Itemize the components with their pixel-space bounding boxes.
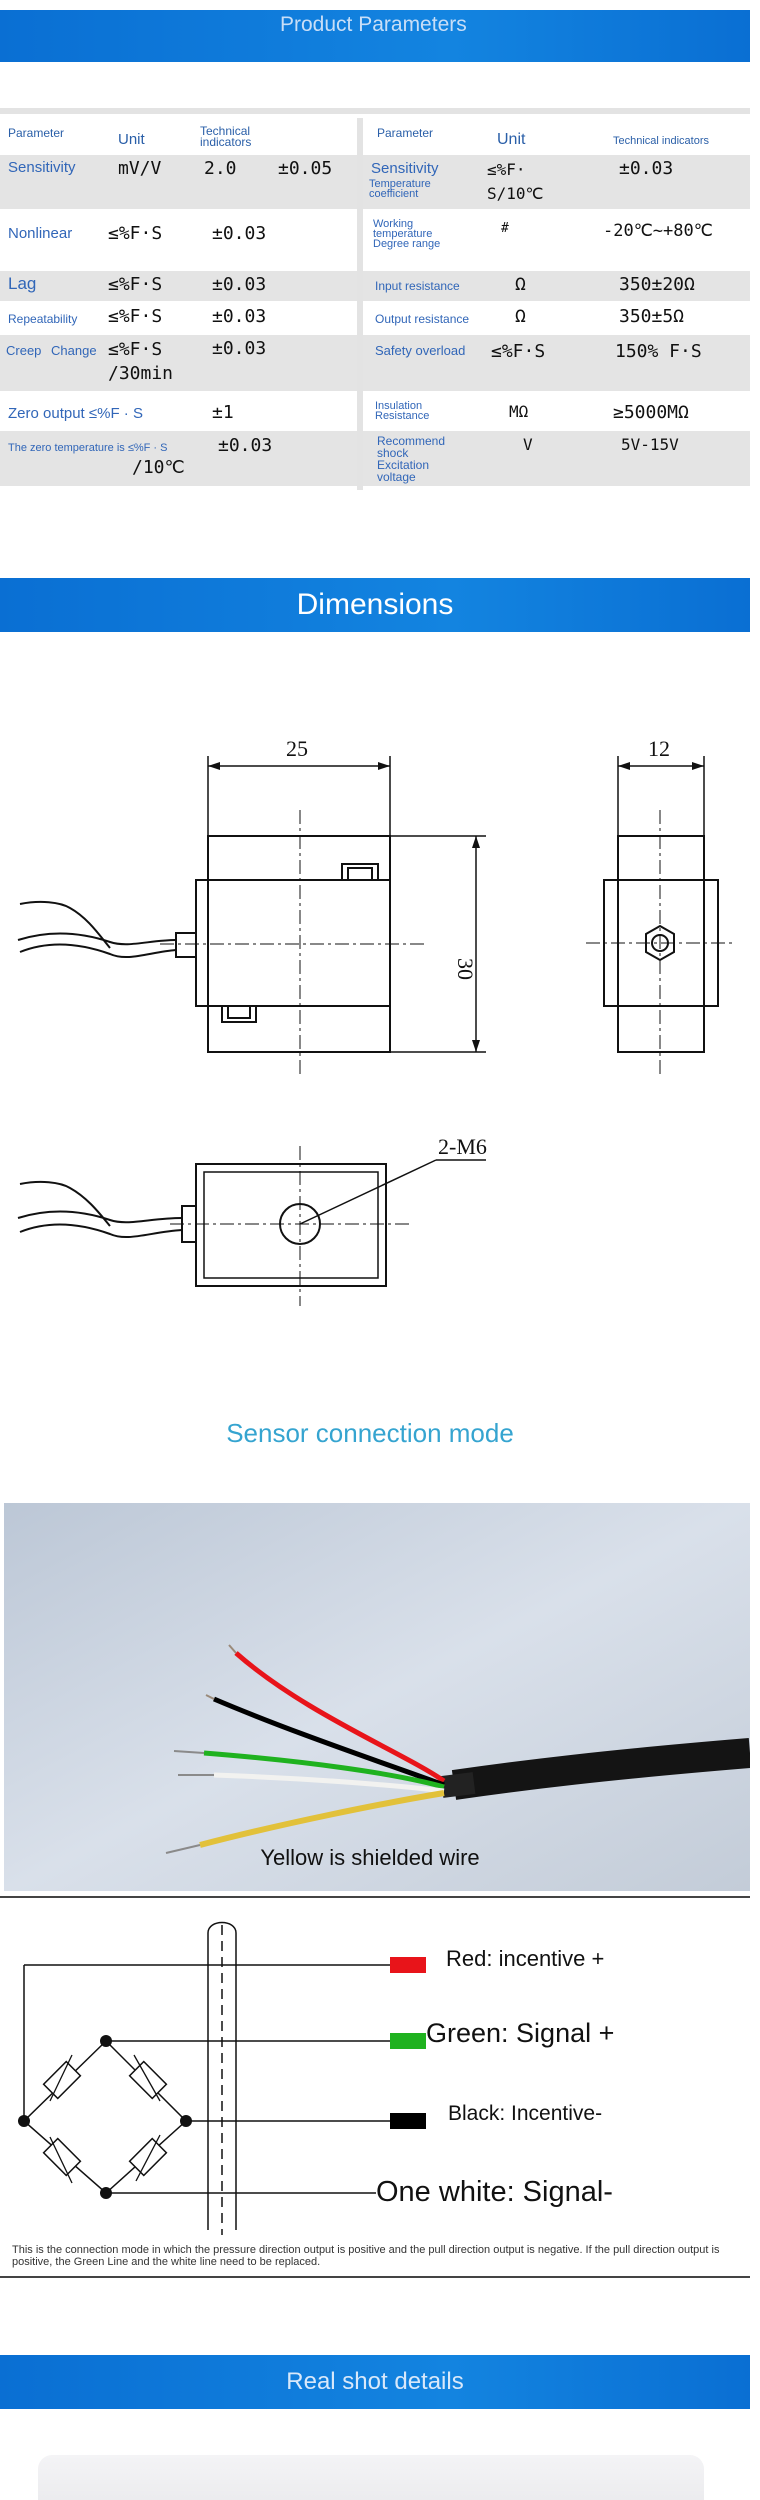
wiring-diagram <box>18 1921 426 2235</box>
table-row: Insulation Resistance MΩ ≥5000MΩ <box>375 400 689 424</box>
black-wire <box>213 1696 445 1788</box>
yellow-shield-wire <box>199 1790 445 1848</box>
front-view-notch-bottom-inner <box>227 1005 251 1019</box>
table-row: Nonlinear ≤%F·S ±0.03 <box>8 223 267 244</box>
header-parameter: Parameter <box>8 126 65 140</box>
wire-photo <box>4 1503 750 1891</box>
dimension-drawing: 25 12 30 2-M6 <box>17 736 736 1306</box>
header-technical-indicators: Technical indicators <box>200 124 252 149</box>
banner-title: Dimensions <box>296 588 454 621</box>
red-wire <box>234 1651 446 1784</box>
dimensions-banner: Dimensions <box>0 578 750 632</box>
header-technical-indicators: Technical indicators <box>613 135 709 147</box>
wire-label-green: Green: Signal + <box>426 2018 615 2048</box>
cable-gland <box>175 932 197 958</box>
table-row: Input resistance Ω 350±20Ω <box>363 271 750 301</box>
width-dimension-label: 25 <box>286 736 308 761</box>
cable-line <box>19 900 111 949</box>
table-row: Zero output ≤%F · S ±1 <box>8 402 234 423</box>
wire-label-white: One white: Signal- <box>376 2176 613 2208</box>
section-divider <box>0 2276 750 2278</box>
banner-title: Real shot details <box>286 2368 464 2395</box>
banner-title: Product Parameters <box>280 13 467 36</box>
header-unit: Unit <box>497 131 526 148</box>
top-view-body <box>195 1163 387 1287</box>
parameter-table-left: Parameter Unit Technical indicators Sens… <box>0 118 357 490</box>
table-row: Safety overload ≤%F·S 150% F·S <box>363 335 750 391</box>
table-row: Repeatability ≤%F·S ±0.03 <box>8 306 267 327</box>
section-divider <box>0 1896 750 1898</box>
green-swatch <box>390 2033 426 2049</box>
wheatstone-bridge <box>22 2039 188 2195</box>
green-wire <box>203 1750 445 1790</box>
parameter-table-right: Parameter Unit Technical indicators Sens… <box>363 118 750 490</box>
wire-label-black: Black: Incentive- <box>448 2102 603 2125</box>
cable-line <box>17 932 177 946</box>
white-wire <box>213 1772 445 1794</box>
depth-dimension-label: 12 <box>648 736 670 761</box>
connection-note: This is the connection mode in which the… <box>12 2244 720 2268</box>
section-divider <box>0 108 750 114</box>
wire-label-red: Red: incentive + <box>446 1946 605 1971</box>
black-swatch <box>390 2113 426 2129</box>
cable-line <box>19 943 177 958</box>
table-row: The zero temperature is ≤%F · S /10℃ ±0.… <box>0 431 357 486</box>
cable-line <box>17 1210 183 1224</box>
real-shot-banner: Real shot details <box>0 2355 750 2409</box>
table-row: Recommend shock Excitation voltage V 5V-… <box>363 431 750 486</box>
table-row: Creep Change ≤%F·S /30min ±0.03 <box>0 335 357 391</box>
header-unit: Unit <box>118 131 145 148</box>
side-view-body <box>617 835 705 1053</box>
table-row: Sensitivity Temperature coefficient ≤%F·… <box>363 155 750 209</box>
real-shot-image-frame <box>38 2455 704 2500</box>
height-dimension-label: 30 <box>453 958 478 980</box>
cable-line <box>19 1180 111 1227</box>
top-view-inner <box>203 1171 379 1279</box>
table-row: Output resistance Ω 350±5Ω <box>375 306 685 327</box>
cable-line <box>19 1223 183 1238</box>
connection-section-title: Sensor connection mode <box>226 1418 514 1448</box>
header-parameter: Parameter <box>377 126 434 140</box>
column-divider <box>357 118 363 490</box>
table-row: Sensitivity mV/V 2.0 ±0.05 <box>0 155 357 209</box>
thread-leader-line <box>299 1159 437 1225</box>
front-view-notch-top-inner <box>347 867 373 881</box>
table-row: Working temperature Degree range # -20℃~… <box>373 218 713 250</box>
red-swatch <box>390 1957 426 1973</box>
photo-caption: Yellow is shielded wire <box>260 1845 480 1870</box>
cable-jacket <box>451 1738 750 1800</box>
table-row: Lag ≤%F·S ±0.03 <box>0 271 357 301</box>
thread-label: 2-M6 <box>438 1134 487 1159</box>
front-view-flange <box>195 879 391 1007</box>
product-parameters-banner: Product Parameters <box>0 10 750 62</box>
